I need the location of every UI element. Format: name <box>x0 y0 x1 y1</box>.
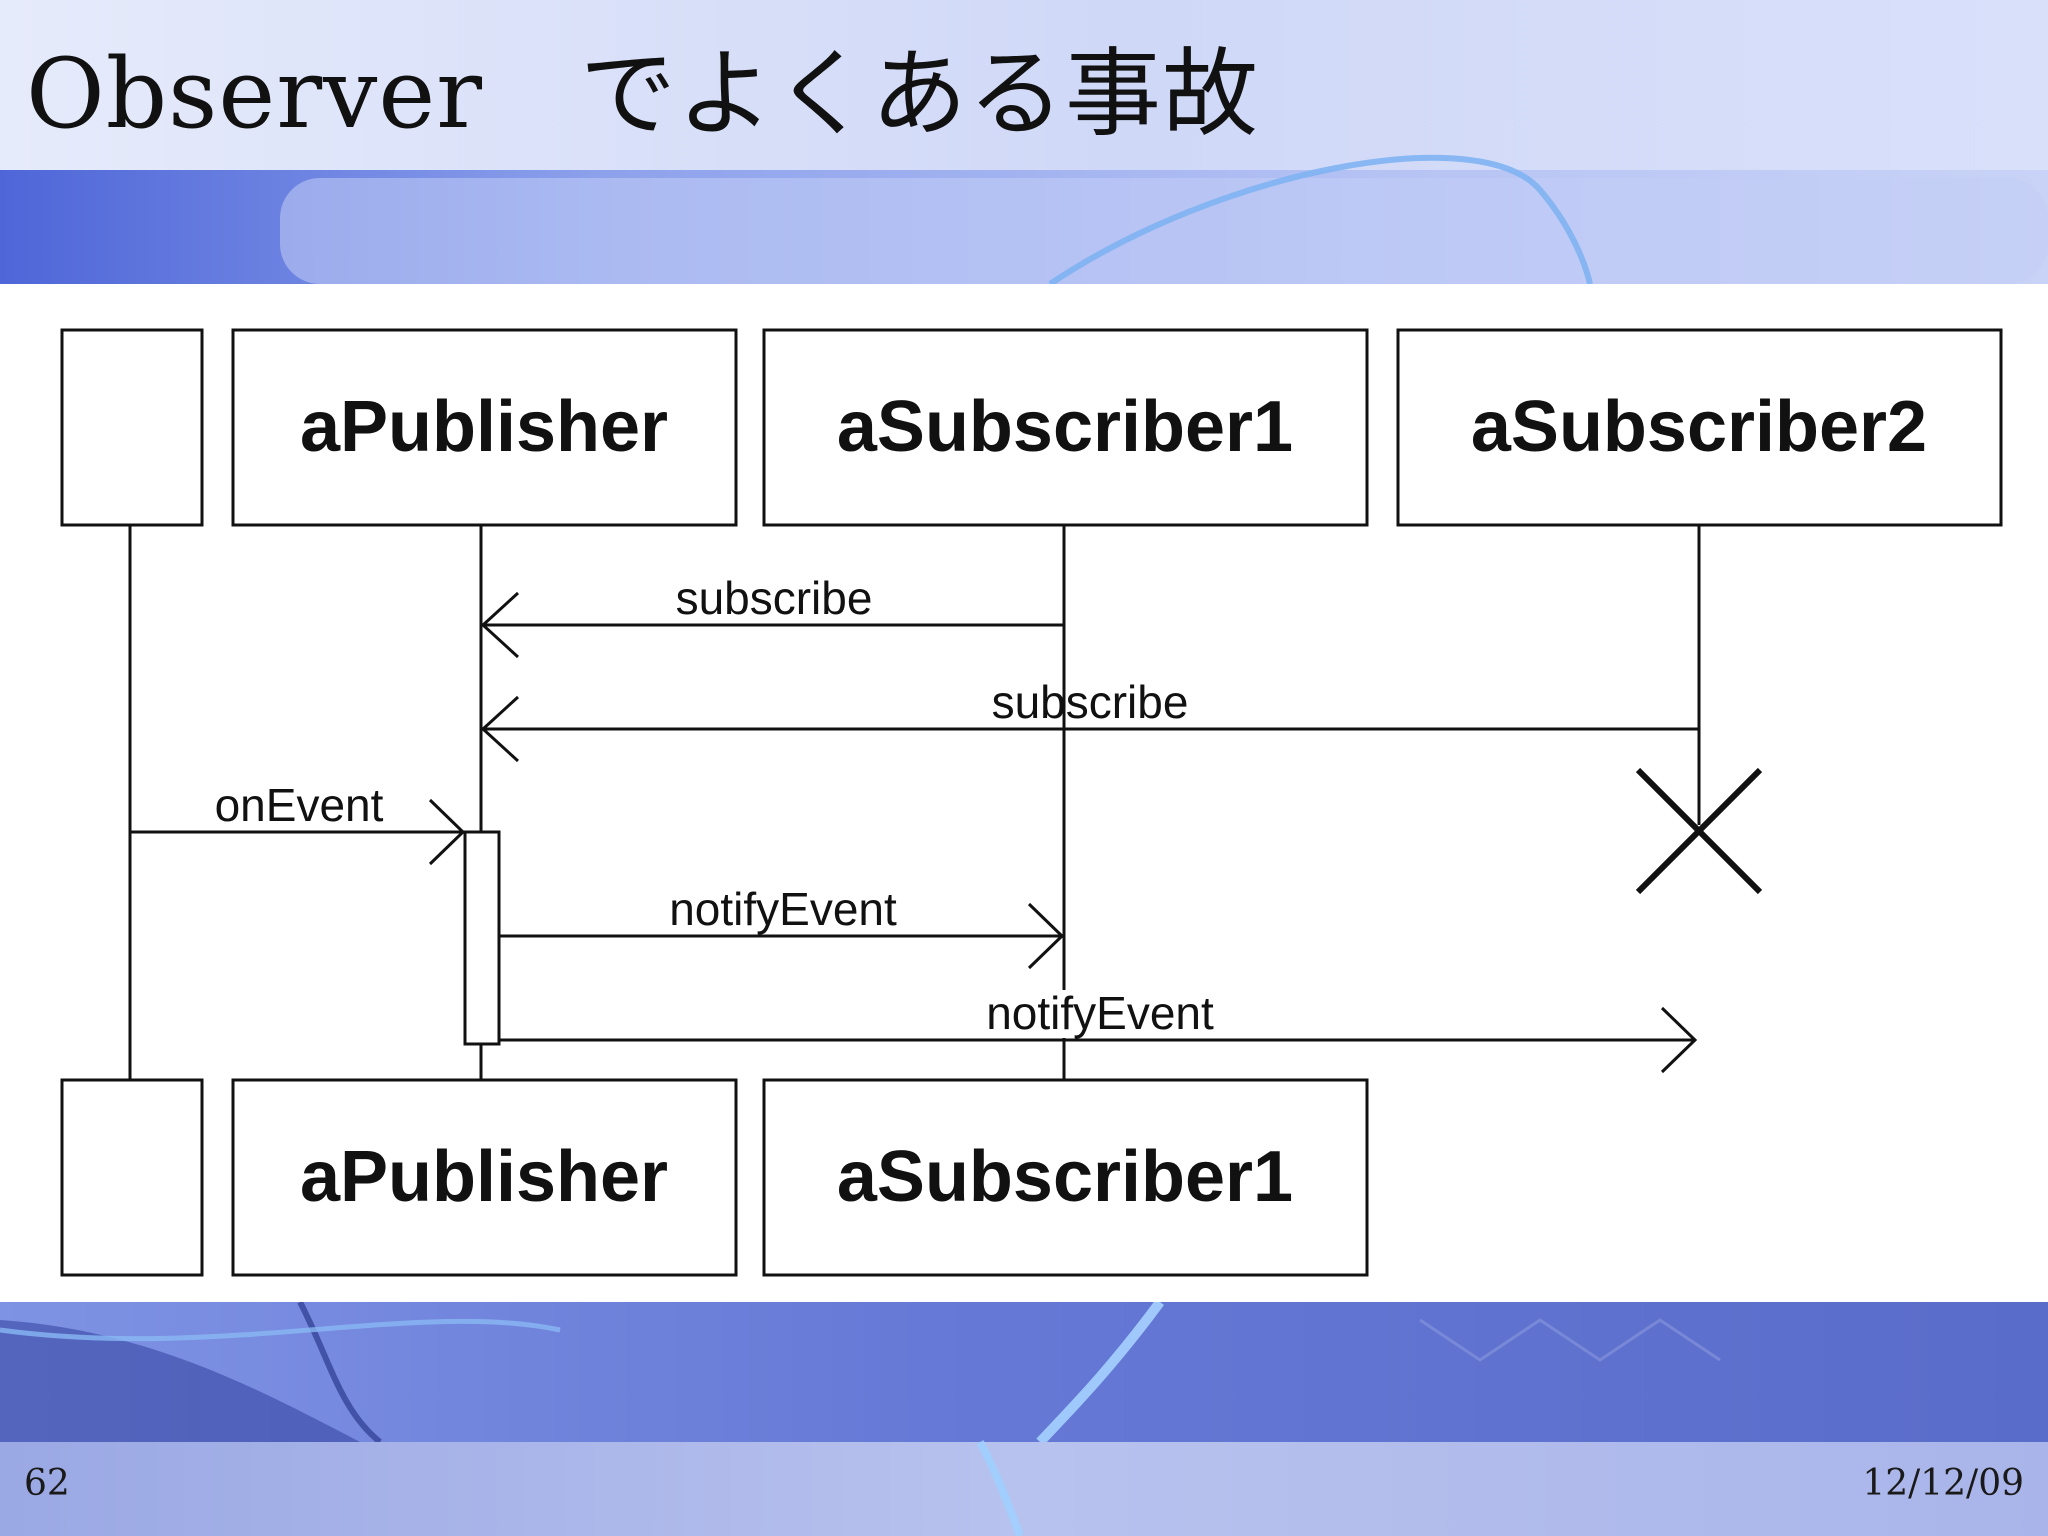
top-box-subscriber1 <box>762 328 1369 527</box>
top-box-publisher <box>231 328 738 527</box>
message-label-on-event: onEvent <box>215 779 384 831</box>
slide-number: 62 <box>24 1463 70 1504</box>
bottom-box-label-subscriber1: aSubscriber1 <box>837 1137 1293 1217</box>
message-label-subscribe-2: subscribe <box>992 676 1189 728</box>
bottom-box-label-publisher: aPublisher <box>300 1137 668 1217</box>
activation-bar-publisher <box>463 830 501 1046</box>
top-box-label-subscriber1: aSubscriber1 <box>837 387 1293 467</box>
arrowhead-on-event <box>428 798 466 866</box>
message-label-notify-event-1: notifyEvent <box>669 883 897 935</box>
top-box-subscriber2 <box>1396 328 2003 527</box>
bottom-box-subscriber1 <box>762 1078 1369 1277</box>
arrowhead-subscribe-1 <box>480 591 520 659</box>
top-box-unnamed <box>60 328 204 527</box>
slide-title: Observer でよくある事故 <box>26 38 1260 150</box>
arrowhead-notify-event-1 <box>1027 902 1065 970</box>
slide-date: 12/12/09 <box>1862 1463 2024 1504</box>
bottom-box-unnamed <box>60 1078 204 1277</box>
bottom-box-publisher <box>231 1078 738 1277</box>
top-box-label-publisher: aPublisher <box>300 387 668 467</box>
arrowhead-subscribe-2 <box>480 695 520 763</box>
top-box-label-subscriber2: aSubscriber2 <box>1471 387 1927 467</box>
destroy-marker-subscriber2 <box>1635 767 1763 895</box>
message-label-subscribe-1: subscribe <box>676 572 873 624</box>
message-label-notify-event-2: notifyEvent <box>986 987 1214 1039</box>
arrowhead-notify-event-2 <box>1660 1006 1698 1074</box>
